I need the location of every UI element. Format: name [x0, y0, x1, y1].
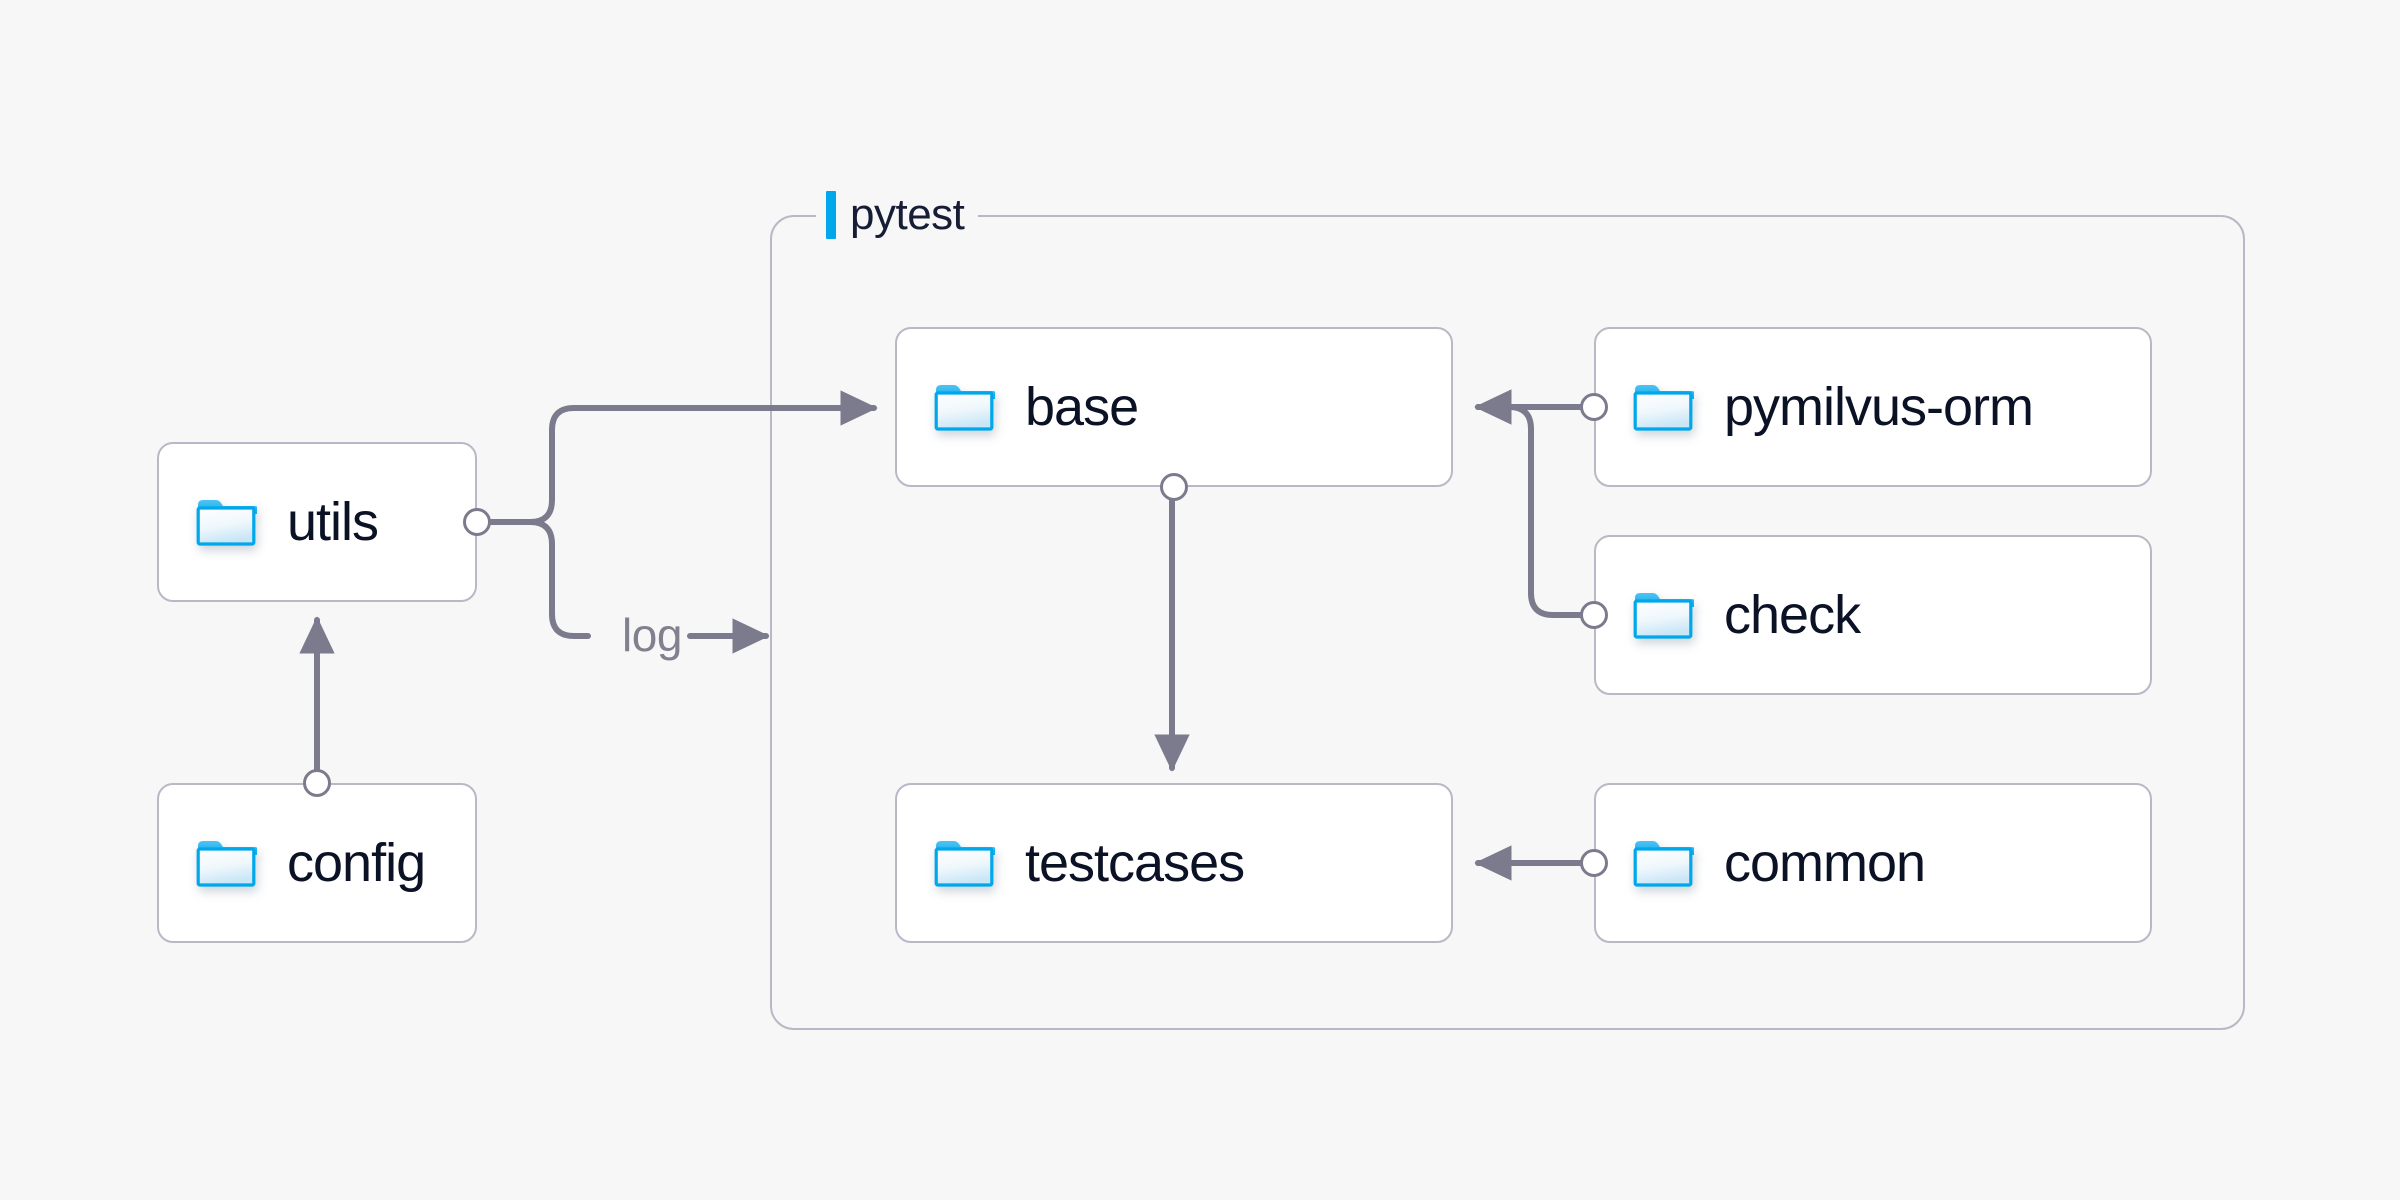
node-label-base: base: [1025, 377, 1139, 437]
folder-icon-svg: [196, 841, 257, 887]
node-check[interactable]: check: [1594, 535, 2152, 695]
node-pymilvus-orm[interactable]: pymilvus-orm: [1594, 327, 2152, 487]
pymilvus-orm-port-left[interactable]: [1580, 393, 1608, 421]
node-common[interactable]: common: [1594, 783, 2152, 943]
node-label-pymilvus-orm: pymilvus-orm: [1724, 377, 2034, 437]
folder-icon: [933, 837, 995, 889]
edge-label-log: log: [622, 609, 682, 661]
folder-icon: [195, 496, 257, 548]
folder-icon: [1632, 381, 1694, 433]
folder-icon: [1632, 837, 1694, 889]
node-config[interactable]: config: [157, 783, 477, 943]
node-testcases[interactable]: testcases: [895, 783, 1453, 943]
node-label-utils: utils: [287, 492, 379, 552]
folder-icon-svg: [1633, 841, 1694, 887]
folder-icon-svg: [1633, 593, 1694, 639]
folder-icon-svg: [934, 841, 995, 887]
common-port-left[interactable]: [1580, 849, 1608, 877]
check-port-left[interactable]: [1580, 601, 1608, 629]
node-base[interactable]: base: [895, 327, 1453, 487]
node-label-config: config: [287, 833, 426, 893]
config-port-top[interactable]: [303, 769, 331, 797]
folder-icon-svg: [934, 385, 995, 431]
folder-icon-svg: [1633, 385, 1694, 431]
folder-icon: [933, 381, 995, 433]
node-utils[interactable]: utils: [157, 442, 477, 602]
folder-icon: [1632, 589, 1694, 641]
group-container-pytest[interactable]: [770, 215, 2245, 1030]
group-label-pytest[interactable]: pytest: [816, 189, 979, 241]
node-label-testcases: testcases: [1025, 833, 1245, 893]
utils-port-right[interactable]: [463, 508, 491, 536]
node-label-common: common: [1724, 833, 1926, 893]
base-port-bottom[interactable]: [1160, 473, 1188, 501]
group-accent-bar-icon: [826, 191, 836, 239]
edge-utils-to-pytest-log[interactable]: [489, 519, 591, 639]
folder-icon-svg: [196, 500, 257, 546]
group-label-text: pytest: [850, 190, 965, 239]
node-label-check: check: [1724, 585, 1861, 645]
folder-icon: [195, 837, 257, 889]
